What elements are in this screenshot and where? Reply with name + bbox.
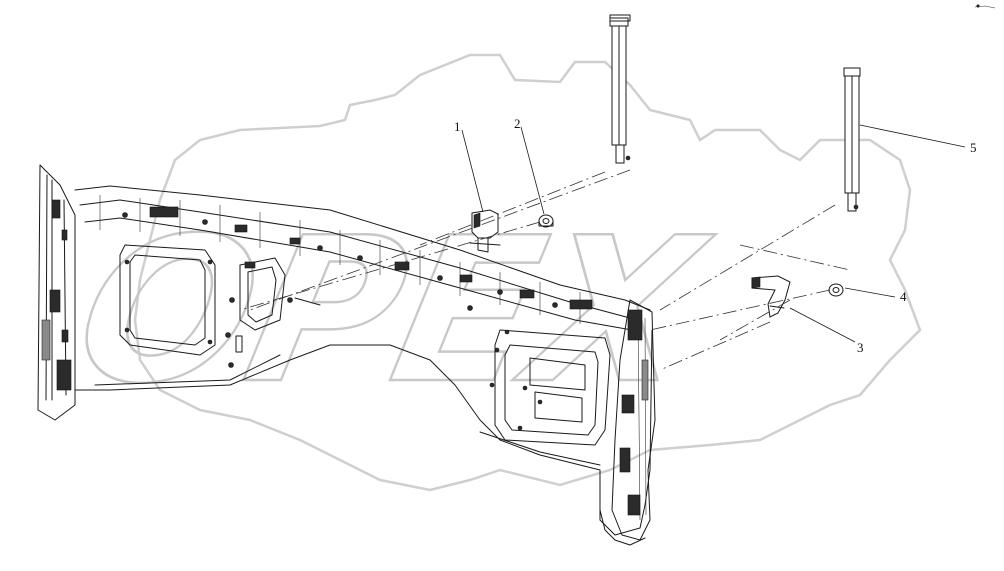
callout-labels: 1 2 3 4 5 (454, 116, 977, 355)
assembly-centerlines (239, 169, 851, 371)
callout-leaders (461, 124, 966, 343)
part-1-bracket (469, 209, 501, 253)
callout-3: 3 (857, 340, 864, 355)
rear-panel-assembly (37, 164, 656, 546)
part-2-grommet (538, 214, 554, 228)
part-5-gas-strut (843, 67, 861, 212)
watermark-text: OPEX (59, 194, 725, 427)
watermark-gear-outline (133, 53, 922, 492)
callout-5: 5 (970, 140, 977, 155)
gas-strut-left (609, 14, 631, 164)
part-3-bracket (751, 275, 791, 318)
corner-mark (974, 4, 996, 9)
beam-fasteners (122, 206, 593, 310)
part-4-grommet (828, 283, 844, 297)
callout-2: 2 (514, 116, 521, 131)
watermark: OPEX (58, 53, 922, 492)
callout-4: 4 (900, 289, 907, 304)
callout-1: 1 (454, 119, 461, 134)
